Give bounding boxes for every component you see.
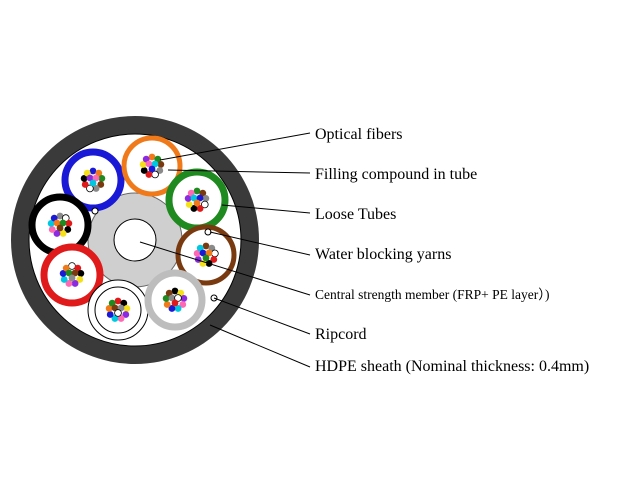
optical-fiber	[59, 219, 67, 227]
optical-fiber	[92, 185, 100, 192]
optical-fiber	[171, 299, 179, 307]
optical-fiber	[56, 224, 64, 232]
optical-fiber	[105, 305, 113, 312]
optical-fiber	[190, 194, 198, 202]
optical-fiber	[162, 295, 170, 302]
optical-fiber	[65, 220, 73, 227]
optical-fiber	[196, 205, 204, 212]
optical-fiber	[71, 280, 79, 287]
label-ripcord: Ripcord	[315, 326, 367, 343]
optical-fiber	[139, 161, 147, 168]
leader-filling-compound	[167, 169, 311, 174]
optical-fiber	[114, 297, 122, 305]
optical-fiber	[202, 254, 210, 262]
optical-fiber	[48, 226, 56, 233]
optical-fiber	[86, 174, 94, 182]
optical-fiber	[98, 175, 106, 182]
label-central-strength-member: Central strength member (FRP+ PE layer）)	[315, 287, 549, 302]
optical-fiber	[117, 315, 125, 322]
optical-fiber	[59, 270, 67, 277]
optical-fiber	[65, 280, 73, 287]
water-blocking-yarn-1	[91, 207, 99, 215]
optical-fiber	[190, 205, 198, 212]
central-member-core	[113, 218, 157, 262]
leader-central-member	[139, 241, 311, 296]
optical-fiber	[92, 174, 100, 182]
optical-fibers	[47, 153, 219, 322]
optical-fiber	[64, 226, 72, 233]
leader-lines	[139, 132, 311, 368]
optical-fiber	[179, 301, 187, 308]
optical-fiber	[202, 242, 210, 250]
optical-fiber	[200, 200, 209, 209]
optical-fiber	[151, 160, 159, 168]
optical-fiber	[59, 230, 67, 237]
optical-fiber	[174, 294, 182, 302]
label-optical-fibers: Optical fibers	[315, 126, 403, 143]
label-filling-compound: Filling compound in tube	[315, 166, 477, 183]
optical-fiber	[199, 249, 207, 257]
optical-fiber	[111, 315, 119, 322]
optical-fiber	[168, 294, 176, 302]
optical-fiber	[168, 305, 176, 312]
label-loose-tubes: Loose Tubes	[315, 206, 396, 223]
optical-fiber	[114, 309, 122, 317]
optical-fiber	[140, 167, 148, 174]
optical-fiber	[89, 179, 97, 187]
optical-fiber	[53, 219, 61, 227]
optical-fiber	[171, 287, 179, 295]
optical-fiber	[145, 171, 153, 178]
optical-fiber	[106, 311, 114, 318]
optical-fiber	[123, 305, 131, 312]
optical-fiber	[71, 269, 79, 277]
optical-fiber	[80, 175, 88, 182]
optical-fiber	[97, 181, 105, 188]
optical-fiber	[86, 184, 94, 193]
label-hdpe-sheath: HDPE sheath (Nominal thickness: 0.4mm)	[315, 358, 589, 375]
optical-fiber	[65, 269, 73, 277]
optical-fiber	[76, 276, 84, 283]
optical-fiber	[184, 195, 192, 202]
optical-fiber	[174, 305, 182, 312]
optical-fiber	[193, 199, 201, 207]
optical-fiber	[60, 276, 68, 283]
optical-fiber	[148, 153, 156, 161]
optical-fiber	[193, 250, 201, 257]
optical-fiber	[53, 230, 61, 237]
optical-fiber	[205, 249, 213, 257]
optical-fiber	[185, 201, 193, 208]
optical-fiber	[196, 194, 204, 202]
leader-hdpe-sheath	[209, 324, 311, 368]
label-water-blocking-yarns: Water blocking yarns	[315, 246, 451, 263]
optical-fiber	[163, 301, 171, 308]
optical-fiber	[145, 160, 153, 168]
optical-fiber	[210, 256, 218, 263]
optical-fiber	[81, 181, 89, 188]
leader-ripcord	[213, 297, 311, 335]
optical-fiber	[89, 167, 97, 175]
optical-fiber	[47, 220, 55, 227]
leader-loose-tubes	[221, 204, 311, 214]
optical-fiber	[68, 274, 76, 282]
optical-fiber	[157, 161, 165, 168]
optical-fiber	[193, 187, 201, 195]
optical-fiber	[202, 195, 210, 202]
optical-fiber	[122, 311, 130, 318]
optical-fiber	[148, 165, 156, 173]
leader-water-blocking	[209, 231, 311, 256]
optical-fiber	[211, 249, 219, 258]
optical-fiber	[56, 212, 64, 220]
leader-optical-fibers	[159, 132, 311, 161]
optical-fiber	[77, 270, 85, 277]
optical-fiber	[180, 295, 188, 302]
optical-fiber	[68, 262, 76, 270]
